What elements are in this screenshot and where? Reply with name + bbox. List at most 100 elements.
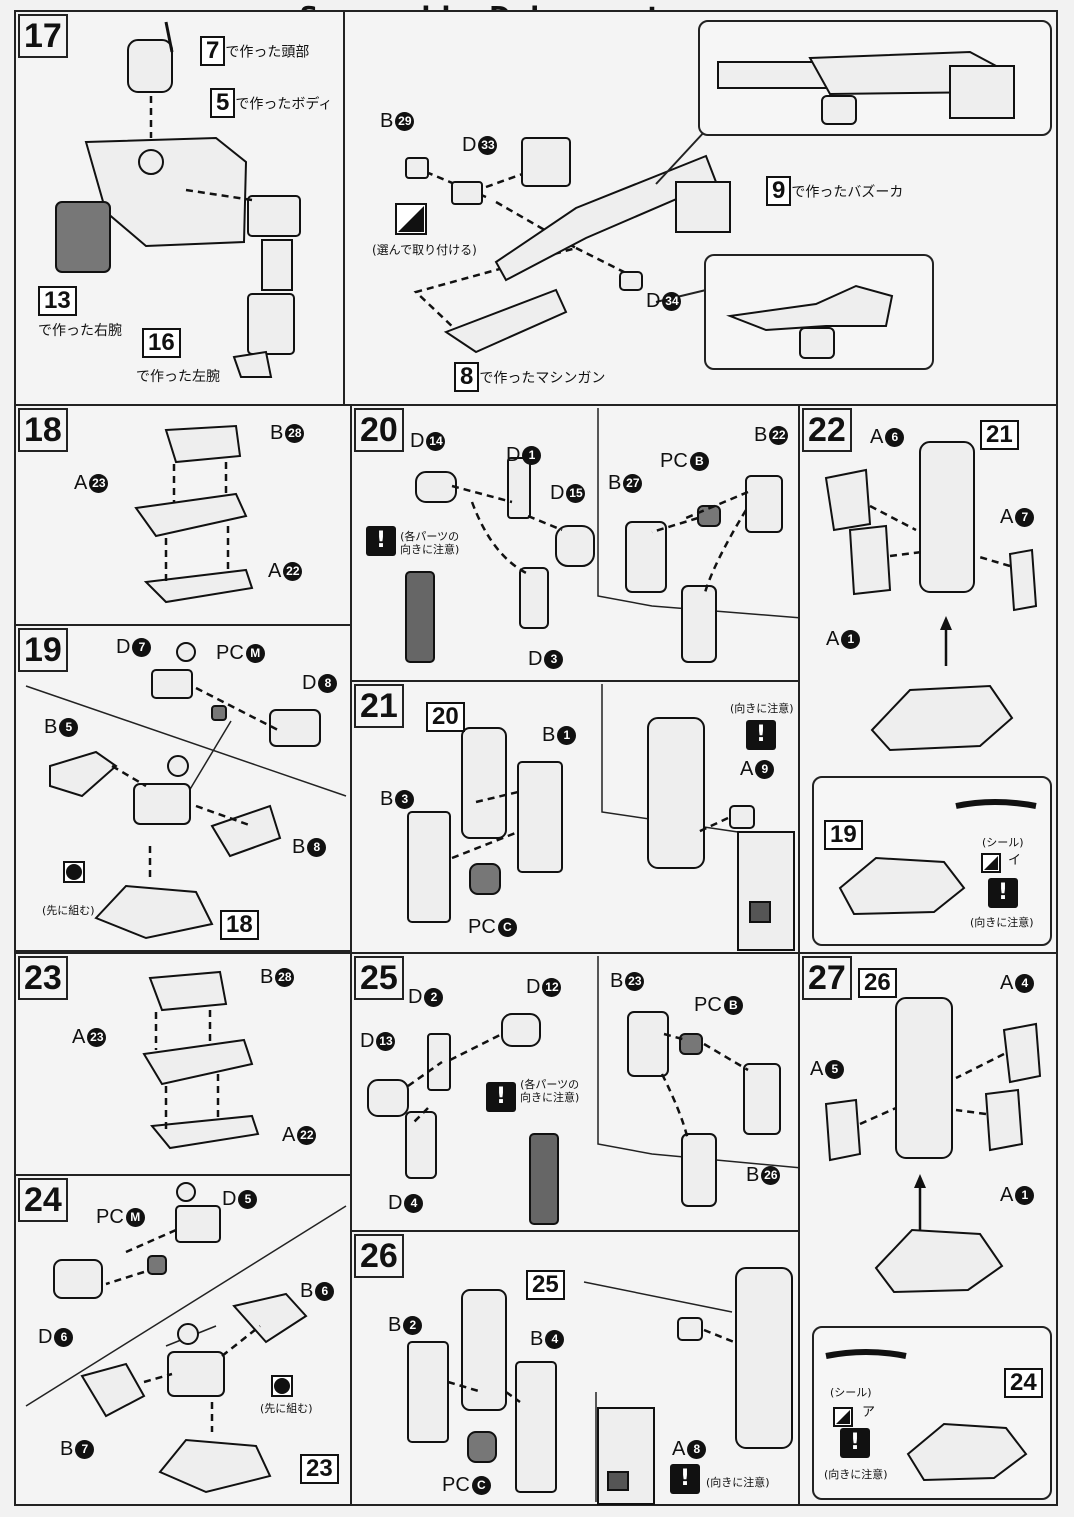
ref-16-left-arm: 16 bbox=[142, 328, 181, 358]
caution-icon: ! bbox=[746, 720, 776, 750]
seal-id: イ bbox=[1008, 853, 1022, 868]
sticker-callout bbox=[812, 776, 1052, 946]
step-number: 17 bbox=[18, 14, 68, 58]
step-number: 19 bbox=[18, 628, 68, 672]
assemble-first-note: (先に組む) bbox=[42, 904, 95, 917]
caution-icon: ! bbox=[366, 526, 396, 556]
sticker-detail-drawing bbox=[825, 1349, 1028, 1482]
orientation-note: (向きに注意) bbox=[706, 1476, 770, 1489]
caution-icon: ! bbox=[670, 1464, 700, 1494]
step-23-illustration bbox=[142, 970, 260, 1150]
orientation-note: (向きに注意) bbox=[970, 916, 1034, 929]
step-27-illustration bbox=[824, 997, 1042, 1294]
machinegun-detail-drawing bbox=[726, 284, 894, 359]
orientation-note: (向きに注意) bbox=[730, 702, 794, 715]
step-18-illustration bbox=[134, 424, 254, 604]
step-19-illustration bbox=[25, 642, 347, 940]
ref-19: 19 bbox=[824, 820, 863, 850]
step-17-illustration bbox=[55, 12, 731, 408]
bazooka-callout bbox=[698, 20, 1052, 136]
caution-icon: ! bbox=[486, 1082, 516, 1112]
seal-label: (シール) bbox=[830, 1386, 872, 1399]
ref-24: 24 bbox=[1004, 1368, 1043, 1398]
ref-13-text: で作った右腕 bbox=[38, 323, 122, 339]
sticker-callout bbox=[812, 1326, 1052, 1500]
ref-21: 21 bbox=[980, 420, 1019, 450]
step-number: 22 bbox=[802, 408, 852, 452]
bazooka-detail-drawing bbox=[717, 50, 1015, 125]
ref-18: 18 bbox=[220, 910, 259, 940]
ref-23: 23 bbox=[300, 1454, 339, 1484]
step-21-illustration bbox=[407, 684, 795, 951]
step-22-illustration bbox=[824, 441, 1038, 752]
step-number: 20 bbox=[354, 408, 404, 452]
machinegun-callout bbox=[704, 254, 934, 370]
step-number: 23 bbox=[18, 956, 68, 1000]
ref-26: 26 bbox=[858, 968, 897, 998]
orientation-note: (各パーツの 向きに注意) bbox=[520, 1078, 580, 1104]
sticker-detail-drawing bbox=[838, 799, 1037, 916]
caution-icon: ! bbox=[988, 878, 1018, 908]
seal-id: ア bbox=[862, 1405, 876, 1420]
step-number: 26 bbox=[354, 1234, 404, 1278]
step-number: 24 bbox=[18, 1178, 68, 1222]
ref-16-text: で作った左腕 bbox=[136, 369, 220, 385]
step-number: 21 bbox=[354, 684, 404, 728]
seal-label: (シール) bbox=[982, 836, 1024, 849]
step-17-panel: 17 bbox=[14, 10, 1058, 408]
step-25-illustration bbox=[367, 956, 803, 1225]
ref-25: 25 bbox=[526, 1270, 565, 1300]
assemble-first-note: (先に組む) bbox=[260, 1402, 313, 1415]
caution-icon: ! bbox=[840, 1428, 870, 1458]
ref-20: 20 bbox=[426, 702, 465, 732]
